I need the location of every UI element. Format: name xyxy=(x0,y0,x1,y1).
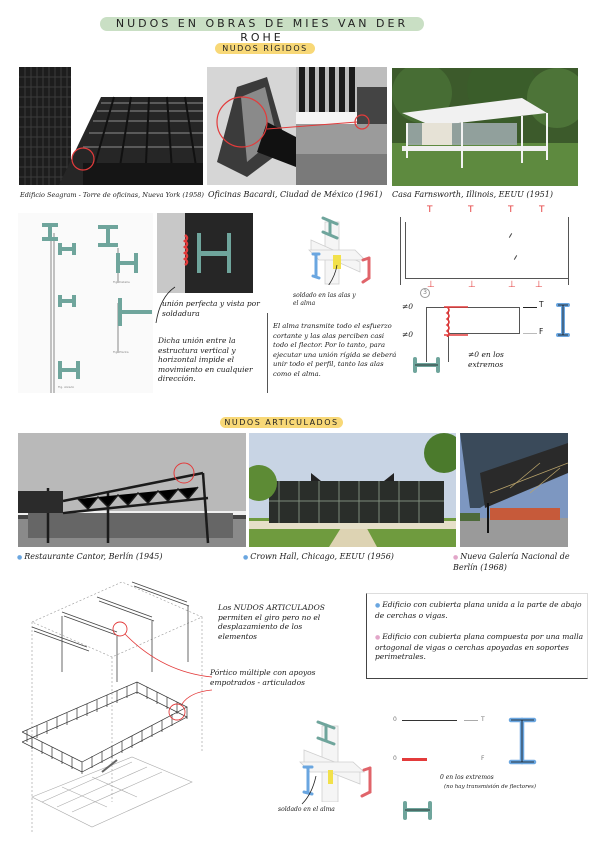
i-beam-icon xyxy=(508,717,537,765)
legend-text: Edificio con cubierta plana unida a la p… xyxy=(375,600,582,620)
value-label: F xyxy=(481,755,485,762)
value-label: 0 xyxy=(393,755,397,762)
caption-restaurante-cantor: Restaurante Cantor, Berlín (1945) xyxy=(17,552,162,563)
weld-detail-photo xyxy=(157,213,253,293)
articulated-node-axonometric xyxy=(298,712,373,802)
photo-seagram xyxy=(19,67,203,185)
moment-note-2: (no hay transmisión de flectores) xyxy=(444,784,536,790)
legend-box: Edificio con cubierta plana unida a la p… xyxy=(366,593,588,679)
h-beam-icon xyxy=(413,357,440,373)
legend-item-blue: Edificio con cubierta plana unida a la p… xyxy=(375,600,585,620)
photo-neue-nationalgalerie xyxy=(460,433,568,547)
svg-text:Fig. Detalle: Fig. Detalle xyxy=(113,280,130,284)
articulated-axon-label: soldado en el alma xyxy=(278,806,335,813)
articulated-moment-diagram: 0 T 0 F 0 en los extremos (no hay transm… xyxy=(388,710,583,825)
caption-text: Restaurante Cantor, Berlín (1945) xyxy=(24,552,163,561)
legend-text: Edificio con cubierta plana compuesta po… xyxy=(375,632,584,661)
svg-text:Fig. Planta: Fig. Planta xyxy=(113,350,129,354)
tension-mark: T xyxy=(539,205,545,215)
weld-note: unión perfecta y vista por soldadura xyxy=(162,299,260,318)
compression-mark: ⊥ xyxy=(535,280,543,290)
moment-note: ≠0 en los extremos xyxy=(468,350,504,369)
weld-explanation: Dicha unión entre la estructura vertical… xyxy=(158,336,253,383)
step-number: 3 xyxy=(420,288,430,298)
compression-mark: ⊥ xyxy=(427,280,435,290)
compression-mark: ⊥ xyxy=(508,280,516,290)
section-heading-rigid: Nudos rígidos xyxy=(215,43,315,54)
value-label: 0 xyxy=(393,716,397,723)
page-title: Nudos en obras de Mies van der Rohe xyxy=(100,17,424,44)
photo-crown-hall xyxy=(249,433,456,547)
tension-mark: T xyxy=(427,205,433,215)
value-label: F xyxy=(539,327,544,336)
value-label: T xyxy=(539,300,544,309)
caption-text: Nueva Galería Nacional de Berlín (1968) xyxy=(453,552,570,572)
caption-farnsworth: Casa Farnsworth, Illinois, EEUU (1951) xyxy=(392,190,553,199)
rigid-node-axonometric xyxy=(305,210,380,285)
rigid-moment-diagram: 3 ≠0 ≠0 T F ≠0 en los extremos xyxy=(398,288,578,388)
i-beam-icon xyxy=(556,303,570,337)
annotation-leader-line xyxy=(155,286,176,324)
caption-text: Crown Hall, Chicago, EEUU (1956) xyxy=(250,552,394,561)
caption-neue-nationalgalerie: Nueva Galería Nacional de Berlín (1968) xyxy=(453,552,573,573)
tension-mark: T xyxy=(468,205,474,215)
caption-crown-hall: Crown Hall, Chicago, EEUU (1956) xyxy=(243,552,394,563)
farnsworth-frame-diagram: T T T T ⊥ ⊥ ⊥ ⊥ xyxy=(395,205,575,290)
divider xyxy=(267,313,268,393)
legend-item-pink: Edificio con cubierta plana compuesta po… xyxy=(375,632,585,662)
caption-bacardi: Oficinas Bacardi, Ciudad de México (1961… xyxy=(208,190,383,199)
rigid-axon-label: soldado en las alas y el alma xyxy=(293,292,356,307)
value-label: ≠0 xyxy=(402,302,414,311)
svg-text:Fig. Alzado: Fig. Alzado xyxy=(58,385,74,389)
annotation-leader-line xyxy=(301,776,317,805)
portico-note: Pórtico múltiple con apoyos empotrados -… xyxy=(210,668,316,687)
caption-seagram: Edificio Seagram - Torre de oficinas, Nu… xyxy=(20,191,204,199)
highlight-circle xyxy=(71,147,95,171)
photo-restaurante-cantor xyxy=(18,433,246,547)
photo-farnsworth xyxy=(392,68,578,186)
compression-mark: ⊥ xyxy=(468,280,476,290)
h-beam-icon xyxy=(403,801,432,820)
crown-hall-exploded-axonometric xyxy=(22,572,212,840)
tension-mark: T xyxy=(508,205,514,215)
section-heading-articulated: Nudos articulados xyxy=(220,417,343,428)
photo-bacardi xyxy=(207,67,387,185)
moment-note-1: 0 en los extremos xyxy=(440,774,494,781)
rigid-axon-explanation: El alma transmite todo el esfuerzo corta… xyxy=(273,322,397,378)
articulated-definition: Los NUDOS ARTICULADOS permiten el giro p… xyxy=(218,603,325,641)
value-label: ≠0 xyxy=(402,330,414,339)
value-label: T xyxy=(481,716,485,723)
